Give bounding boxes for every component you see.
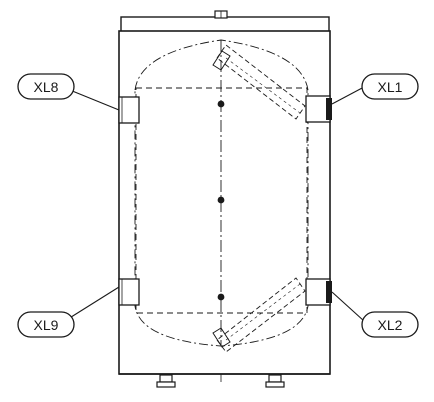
callout-xl2-label: XL2 (378, 317, 403, 333)
connection-xl9-stub (118, 278, 140, 306)
inner-dashed-frame (135, 87, 308, 314)
callout-xl2-bubble (361, 311, 419, 338)
tank-base (119, 373, 330, 388)
callout-xl8-bubble (17, 73, 75, 100)
tank-body (118, 30, 331, 375)
callout-xl9-label: XL9 (34, 317, 59, 333)
callout-xl1-label: XL1 (378, 79, 403, 95)
lower-coil (212, 277, 306, 353)
right-foot (265, 374, 285, 388)
callout-xl2: XL2 (361, 311, 419, 338)
connection-xl1-stub (305, 95, 332, 123)
leader-line-xl2 (331, 291, 365, 322)
tank-top-cap (120, 10, 330, 33)
callout-xl9: XL9 (17, 311, 75, 338)
callout-xl1-bubble (361, 73, 419, 100)
callout-xl8: XL8 (17, 73, 75, 100)
callout-xl1: XL1 (361, 73, 419, 100)
sensor-dot-top (217, 100, 225, 108)
callout-xl9-bubble (17, 311, 75, 338)
callout-xl8-label: XL8 (34, 79, 59, 95)
connection-xl8-stub (118, 96, 140, 124)
sensor-dot-middle (217, 196, 225, 204)
sensor-points (217, 100, 225, 301)
inner-vessel-outline (134, 39, 309, 347)
connection-xl2-stub (305, 278, 332, 306)
upper-coil (212, 44, 306, 120)
left-foot (156, 374, 176, 388)
leader-line-xl1 (331, 86, 365, 105)
sensor-dot-bottom (217, 293, 225, 301)
